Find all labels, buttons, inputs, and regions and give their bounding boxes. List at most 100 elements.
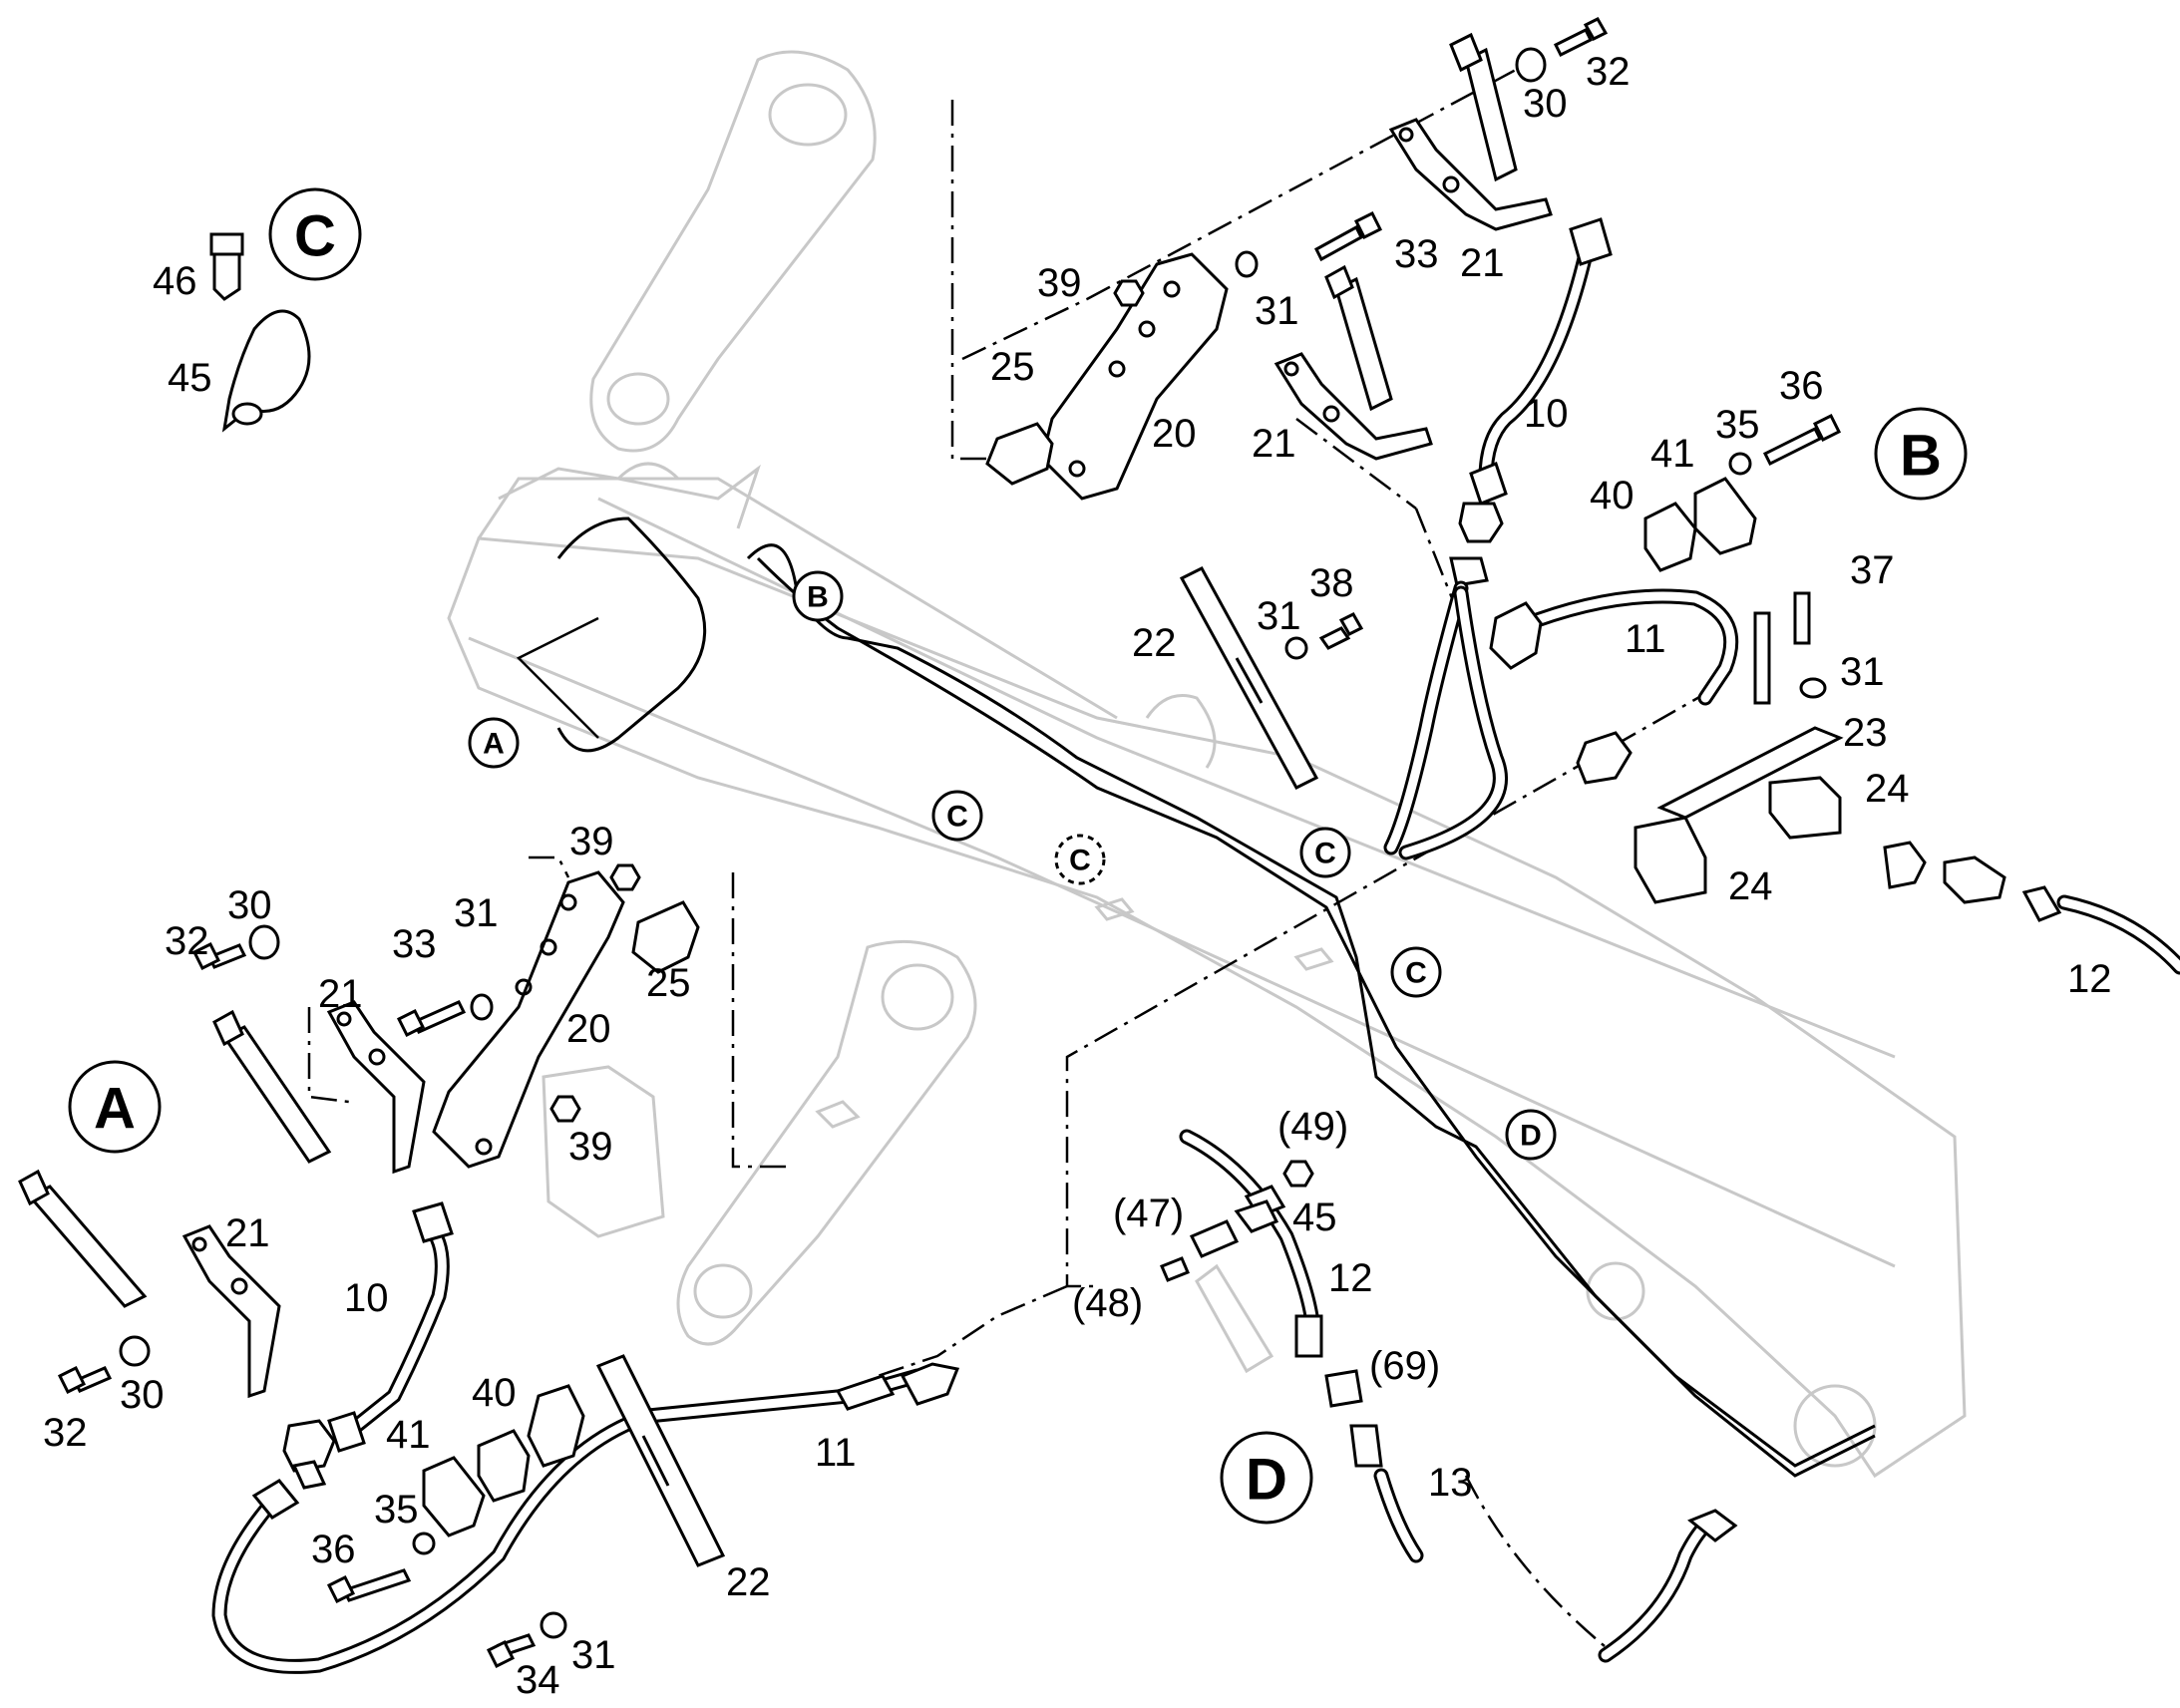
washer-31-top	[1235, 250, 1259, 278]
callout-a: A	[94, 1077, 136, 1142]
label-41-top: 41	[1650, 432, 1695, 476]
block-24-right	[1768, 776, 1842, 840]
label-30-top: 30	[1523, 82, 1568, 126]
label-10-top: 10	[1524, 392, 1569, 436]
label-30-lower-top: 30	[227, 883, 272, 927]
clamp-40-top	[1489, 601, 1543, 670]
callout-c: C	[294, 204, 336, 269]
label-45-d: 45	[1292, 1196, 1337, 1239]
label-31-mid: 31	[1257, 594, 1301, 638]
label-32-top: 32	[1586, 50, 1631, 94]
label-20-lower: 20	[566, 1007, 611, 1051]
label-31-top: 31	[1255, 289, 1299, 333]
callouts-big: C B A D	[68, 187, 1968, 1525]
detail-d-group	[1160, 1129, 1738, 1663]
label-34: 34	[516, 1658, 560, 1702]
boom-ghost	[447, 50, 1967, 1479]
label-40-top: 40	[1590, 474, 1635, 517]
bracket-21-top	[1388, 118, 1553, 231]
callout-b: B	[1900, 424, 1942, 489]
clamp-41-top	[1693, 477, 1757, 555]
label-40-lower: 40	[472, 1371, 517, 1415]
label-32-lower-bottom: 32	[43, 1411, 88, 1455]
clamp-45-d	[1234, 1199, 1279, 1233]
bracket-21-mid	[1273, 352, 1433, 461]
adapter-69	[1324, 1369, 1363, 1408]
callouts-small: B A C C C C D	[468, 570, 1557, 1161]
bracket-21-lower-b	[182, 1224, 281, 1399]
label-33-lower: 33	[392, 922, 437, 966]
detail-a-group	[18, 863, 960, 1674]
callout-small-c1: C	[946, 801, 968, 834]
label-69: (69)	[1369, 1344, 1440, 1388]
label-36-top: 36	[1779, 364, 1824, 408]
label-21-mid: 21	[1252, 422, 1296, 466]
label-12-lower: 12	[1328, 1256, 1373, 1300]
clamp-41-lower	[422, 1456, 486, 1537]
hose-10-top	[1478, 246, 1594, 487]
label-22-lower: 22	[726, 1560, 771, 1604]
label-11-lower: 11	[815, 1431, 857, 1475]
label-37: 37	[1850, 548, 1895, 592]
label-21-lower-b: 21	[225, 1211, 270, 1255]
label-25-lower: 25	[646, 961, 691, 1005]
callout-small-c3: C	[1314, 838, 1336, 870]
label-38: 38	[1309, 561, 1354, 605]
plate-20-top	[1040, 252, 1229, 501]
callout-small-b: B	[807, 581, 829, 614]
label-39-top: 39	[1037, 261, 1082, 305]
callout-small-d: D	[1520, 1120, 1542, 1153]
label-36-lower: 36	[311, 1528, 356, 1571]
grease-fitting-top	[1464, 47, 1518, 182]
label-31-right: 31	[1840, 650, 1885, 694]
label-12-top: 12	[2067, 957, 2112, 1001]
plate-22-lower	[595, 1354, 726, 1567]
label-30-lower-bottom: 30	[120, 1373, 165, 1417]
leader-lines	[307, 68, 1716, 1656]
clamp-45	[221, 309, 311, 433]
detail-b-group	[985, 17, 2180, 975]
nut-39-top	[1113, 279, 1145, 307]
part-number-labels: 32 30 33 21 39 31 25 20 21 10 36 35 41 4…	[43, 50, 2112, 1702]
grease-fitting-mid	[1334, 276, 1393, 412]
label-33-top: 33	[1394, 232, 1439, 276]
label-25-top: 25	[990, 345, 1035, 389]
detail-c-group	[209, 232, 311, 433]
block-25-lower	[631, 900, 700, 974]
bracket-23	[1656, 726, 1844, 820]
screw-48	[1160, 1256, 1190, 1282]
callout-small-a: A	[483, 728, 505, 761]
label-21-top: 21	[1460, 241, 1505, 285]
bolt-33-top	[1314, 224, 1363, 262]
label-41-lower: 41	[386, 1413, 431, 1457]
label-21-lower-a: 21	[318, 972, 363, 1016]
label-23: 23	[1843, 711, 1888, 755]
label-24-right: 24	[1865, 767, 1910, 811]
label-46: 46	[153, 259, 197, 303]
grease-fitting-lower-a	[221, 1025, 332, 1164]
nut-49	[1282, 1160, 1314, 1188]
bracket-21-lower-a	[326, 1000, 426, 1175]
label-10-lower: 10	[344, 1276, 389, 1320]
clamp-40-lower	[477, 1429, 531, 1503]
label-47: (47)	[1113, 1192, 1184, 1235]
callout-d: D	[1246, 1448, 1287, 1513]
block-25-top	[985, 422, 1054, 486]
clip-47	[1189, 1219, 1240, 1258]
grease-fitting-lower-b	[27, 1185, 148, 1308]
label-22-top: 22	[1132, 621, 1177, 665]
label-35-top: 35	[1715, 403, 1760, 447]
label-31-bottom: 31	[571, 1633, 616, 1677]
label-24-left: 24	[1728, 864, 1773, 908]
callout-small-c4: C	[1405, 957, 1427, 990]
block-24-left	[1634, 816, 1707, 904]
callout-small-c2: C	[1069, 845, 1091, 877]
label-45-c: 45	[168, 356, 212, 400]
label-35-lower: 35	[374, 1488, 419, 1532]
label-49: (49)	[1277, 1105, 1348, 1149]
label-48: (48)	[1072, 1281, 1143, 1325]
label-32-lower-top: 32	[165, 919, 209, 963]
label-13: 13	[1428, 1461, 1473, 1505]
label-11-top: 11	[1625, 617, 1666, 661]
